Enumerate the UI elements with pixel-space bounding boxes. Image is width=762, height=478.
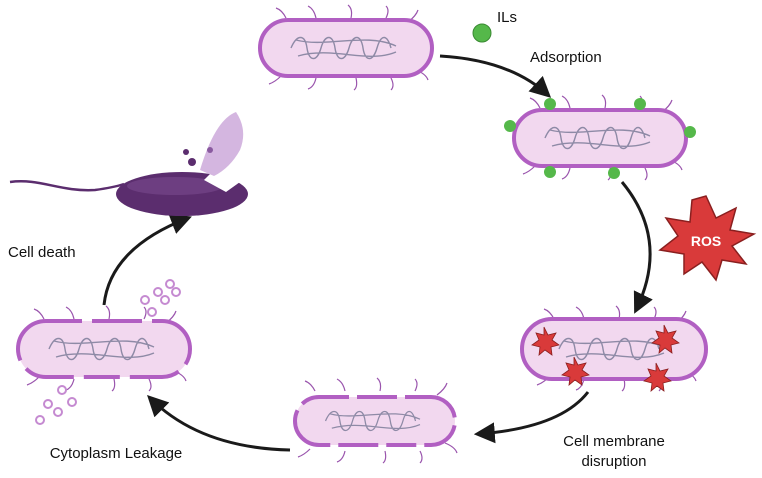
bacterium-leaking: [16, 305, 192, 392]
membrane-disruption-label-line1: Cell membrane: [563, 433, 665, 450]
arrow-to-adsorption: [439, 54, 552, 98]
cytoplasm-leakage-label: Cytoplasm Leakage: [50, 445, 183, 462]
bacterium-ros-damage: [520, 305, 708, 392]
ros-burst: [658, 195, 757, 282]
ros-label: ROS: [691, 233, 721, 249]
healthy-bacterium: [258, 4, 434, 91]
cell-death-label: Cell death: [8, 244, 76, 261]
arrow-to-leakage: [147, 395, 291, 452]
bacterium-broken-membrane: [293, 377, 458, 464]
ils-label: ILs: [497, 9, 517, 26]
il-particle-legend: [472, 23, 492, 43]
dead-bacterium: [9, 112, 248, 216]
arrow-to-cell-death: [102, 214, 192, 306]
bacterium-with-ils: [504, 94, 696, 181]
membrane-disruption-label-line2: disruption: [581, 453, 646, 470]
arrow-to-membrane-disruption: [620, 181, 653, 314]
leaked-cytoplasm-droplets: [35, 279, 181, 425]
arrow-to-broken-membrane: [473, 391, 590, 444]
adsorption-label: Adsorption: [530, 49, 602, 66]
